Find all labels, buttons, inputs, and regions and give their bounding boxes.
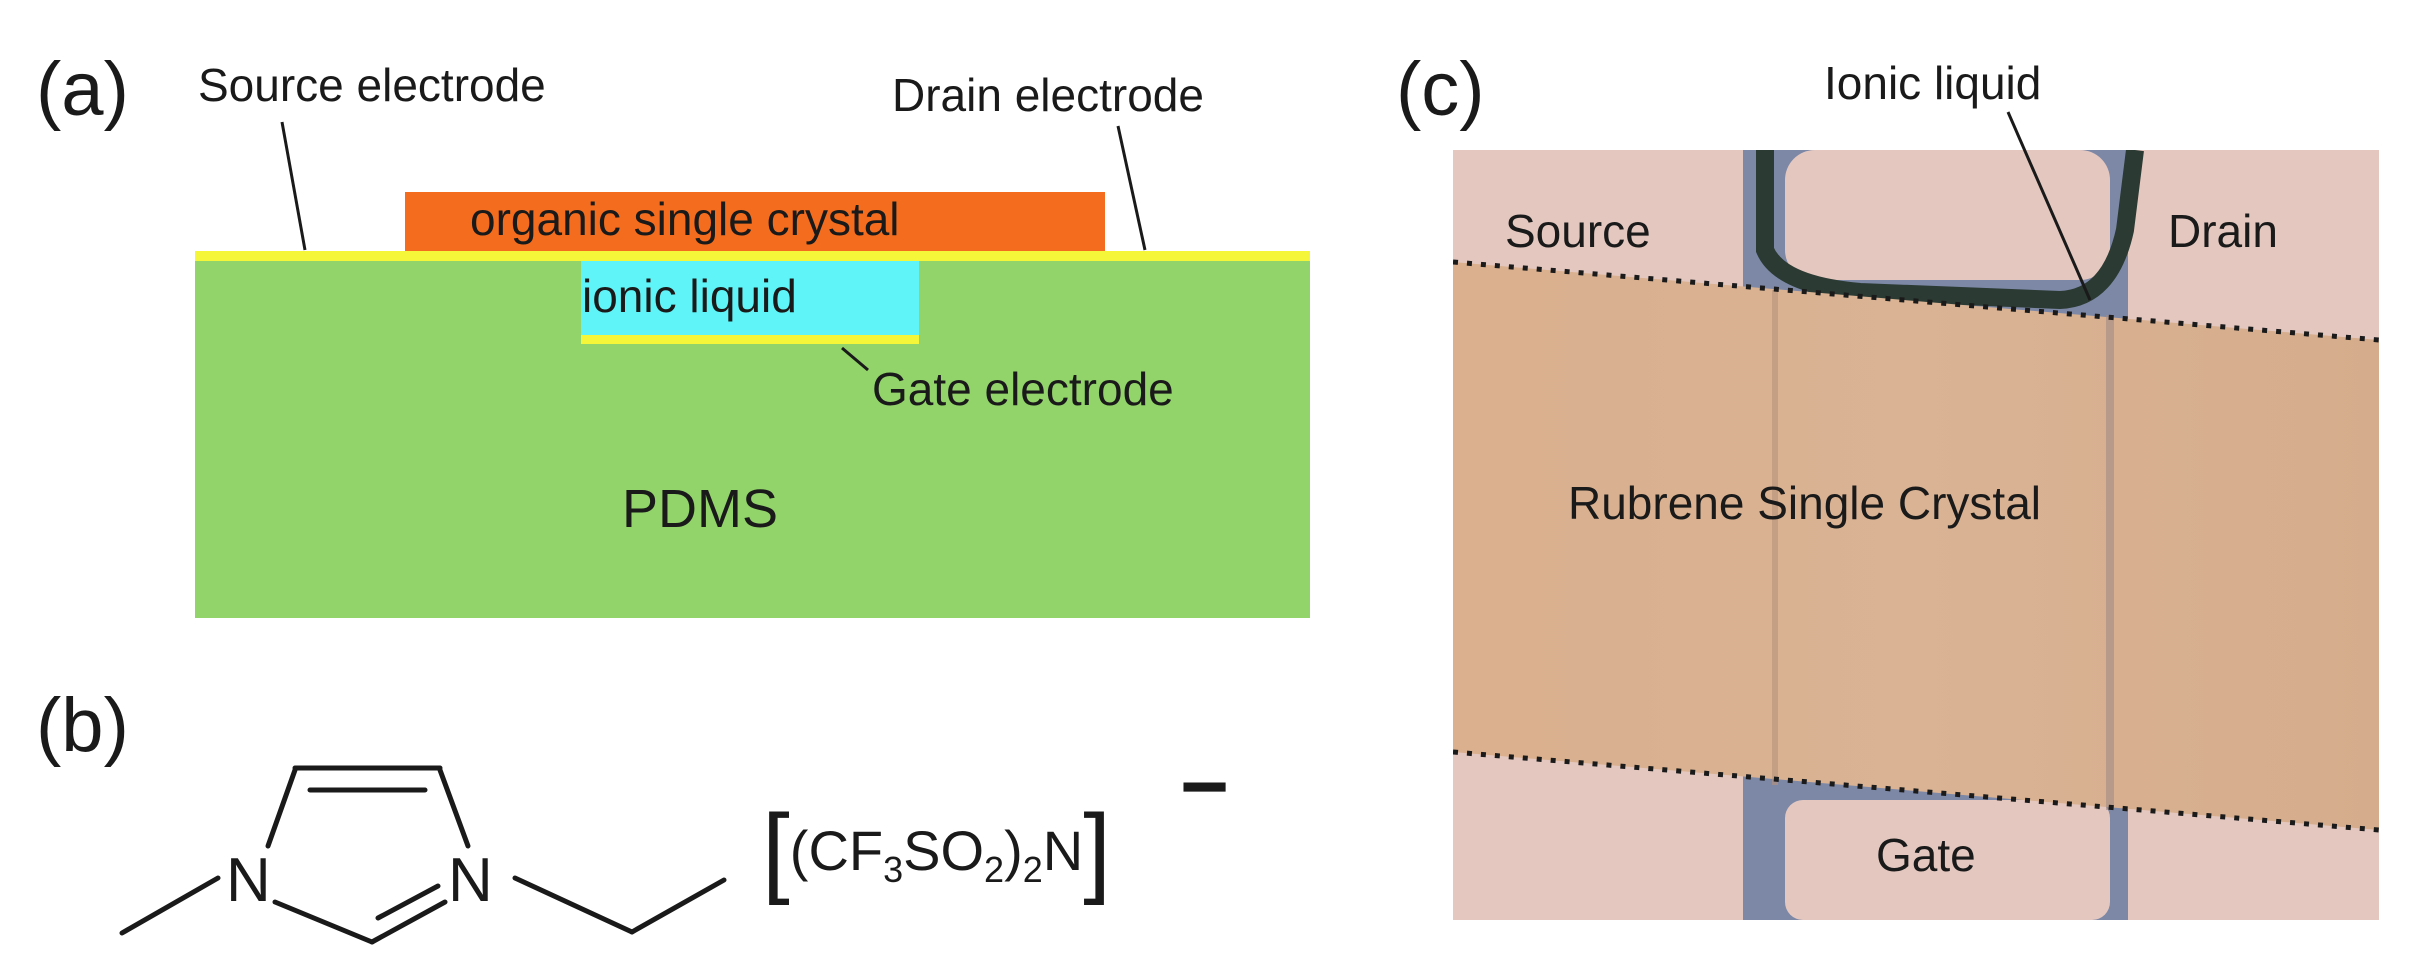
photo-crystal-band xyxy=(1453,262,2379,830)
drain-electrode-label: Drain electrode xyxy=(892,69,1204,121)
ionic-liquid-label: ionic liquid xyxy=(582,270,797,322)
panel-a-label: (a) xyxy=(36,47,129,132)
anion-bracket-close: ] xyxy=(1083,794,1112,906)
panel-c-label: (c) xyxy=(1396,47,1485,132)
ionic-liquid-leader-line xyxy=(2006,111,2092,301)
gate-electrode-label: Gate electrode xyxy=(872,363,1174,415)
atom-n3: N xyxy=(448,846,493,915)
photo-gate-label: Gate xyxy=(1876,829,1976,881)
pdms-label: PDMS xyxy=(622,479,779,539)
atom-n1: N xyxy=(226,846,271,915)
panel-b-label: (b) xyxy=(36,683,129,768)
crystal-top-dotted-line xyxy=(1453,259,2379,343)
anion-bracket-open: [ xyxy=(762,794,790,906)
source-drain-electrode-layer xyxy=(195,251,1310,261)
photo-gate-electrode-top xyxy=(1785,150,2110,280)
crystal-bottom-dotted-line xyxy=(1453,749,2379,833)
photo-drain-label: Drain xyxy=(2168,205,2278,257)
anion-formula: [(CF3SO2)2N] xyxy=(762,794,1112,906)
drain-leader-line xyxy=(1116,125,1147,251)
photo-ionic-liquid-label: Ionic liquid xyxy=(1824,57,2042,109)
ionic-liquid-layer xyxy=(581,261,919,335)
organic-crystal-layer xyxy=(405,192,1105,251)
source-electrode-label: Source electrode xyxy=(198,59,546,111)
photo-crystal-label: Rubrene Single Crystal xyxy=(1568,477,2042,529)
anion-charge: − xyxy=(1180,739,1230,833)
gate-electrode-layer xyxy=(581,335,919,344)
crystal-label: organic single crystal xyxy=(470,193,900,245)
photo-ionic-liquid-edge xyxy=(1756,150,2144,310)
photo-gate-electrode-bottom xyxy=(1785,800,2110,920)
gate-leader-line xyxy=(841,346,869,372)
photo-source-label: Source xyxy=(1505,205,1651,257)
source-leader-line xyxy=(280,121,307,251)
